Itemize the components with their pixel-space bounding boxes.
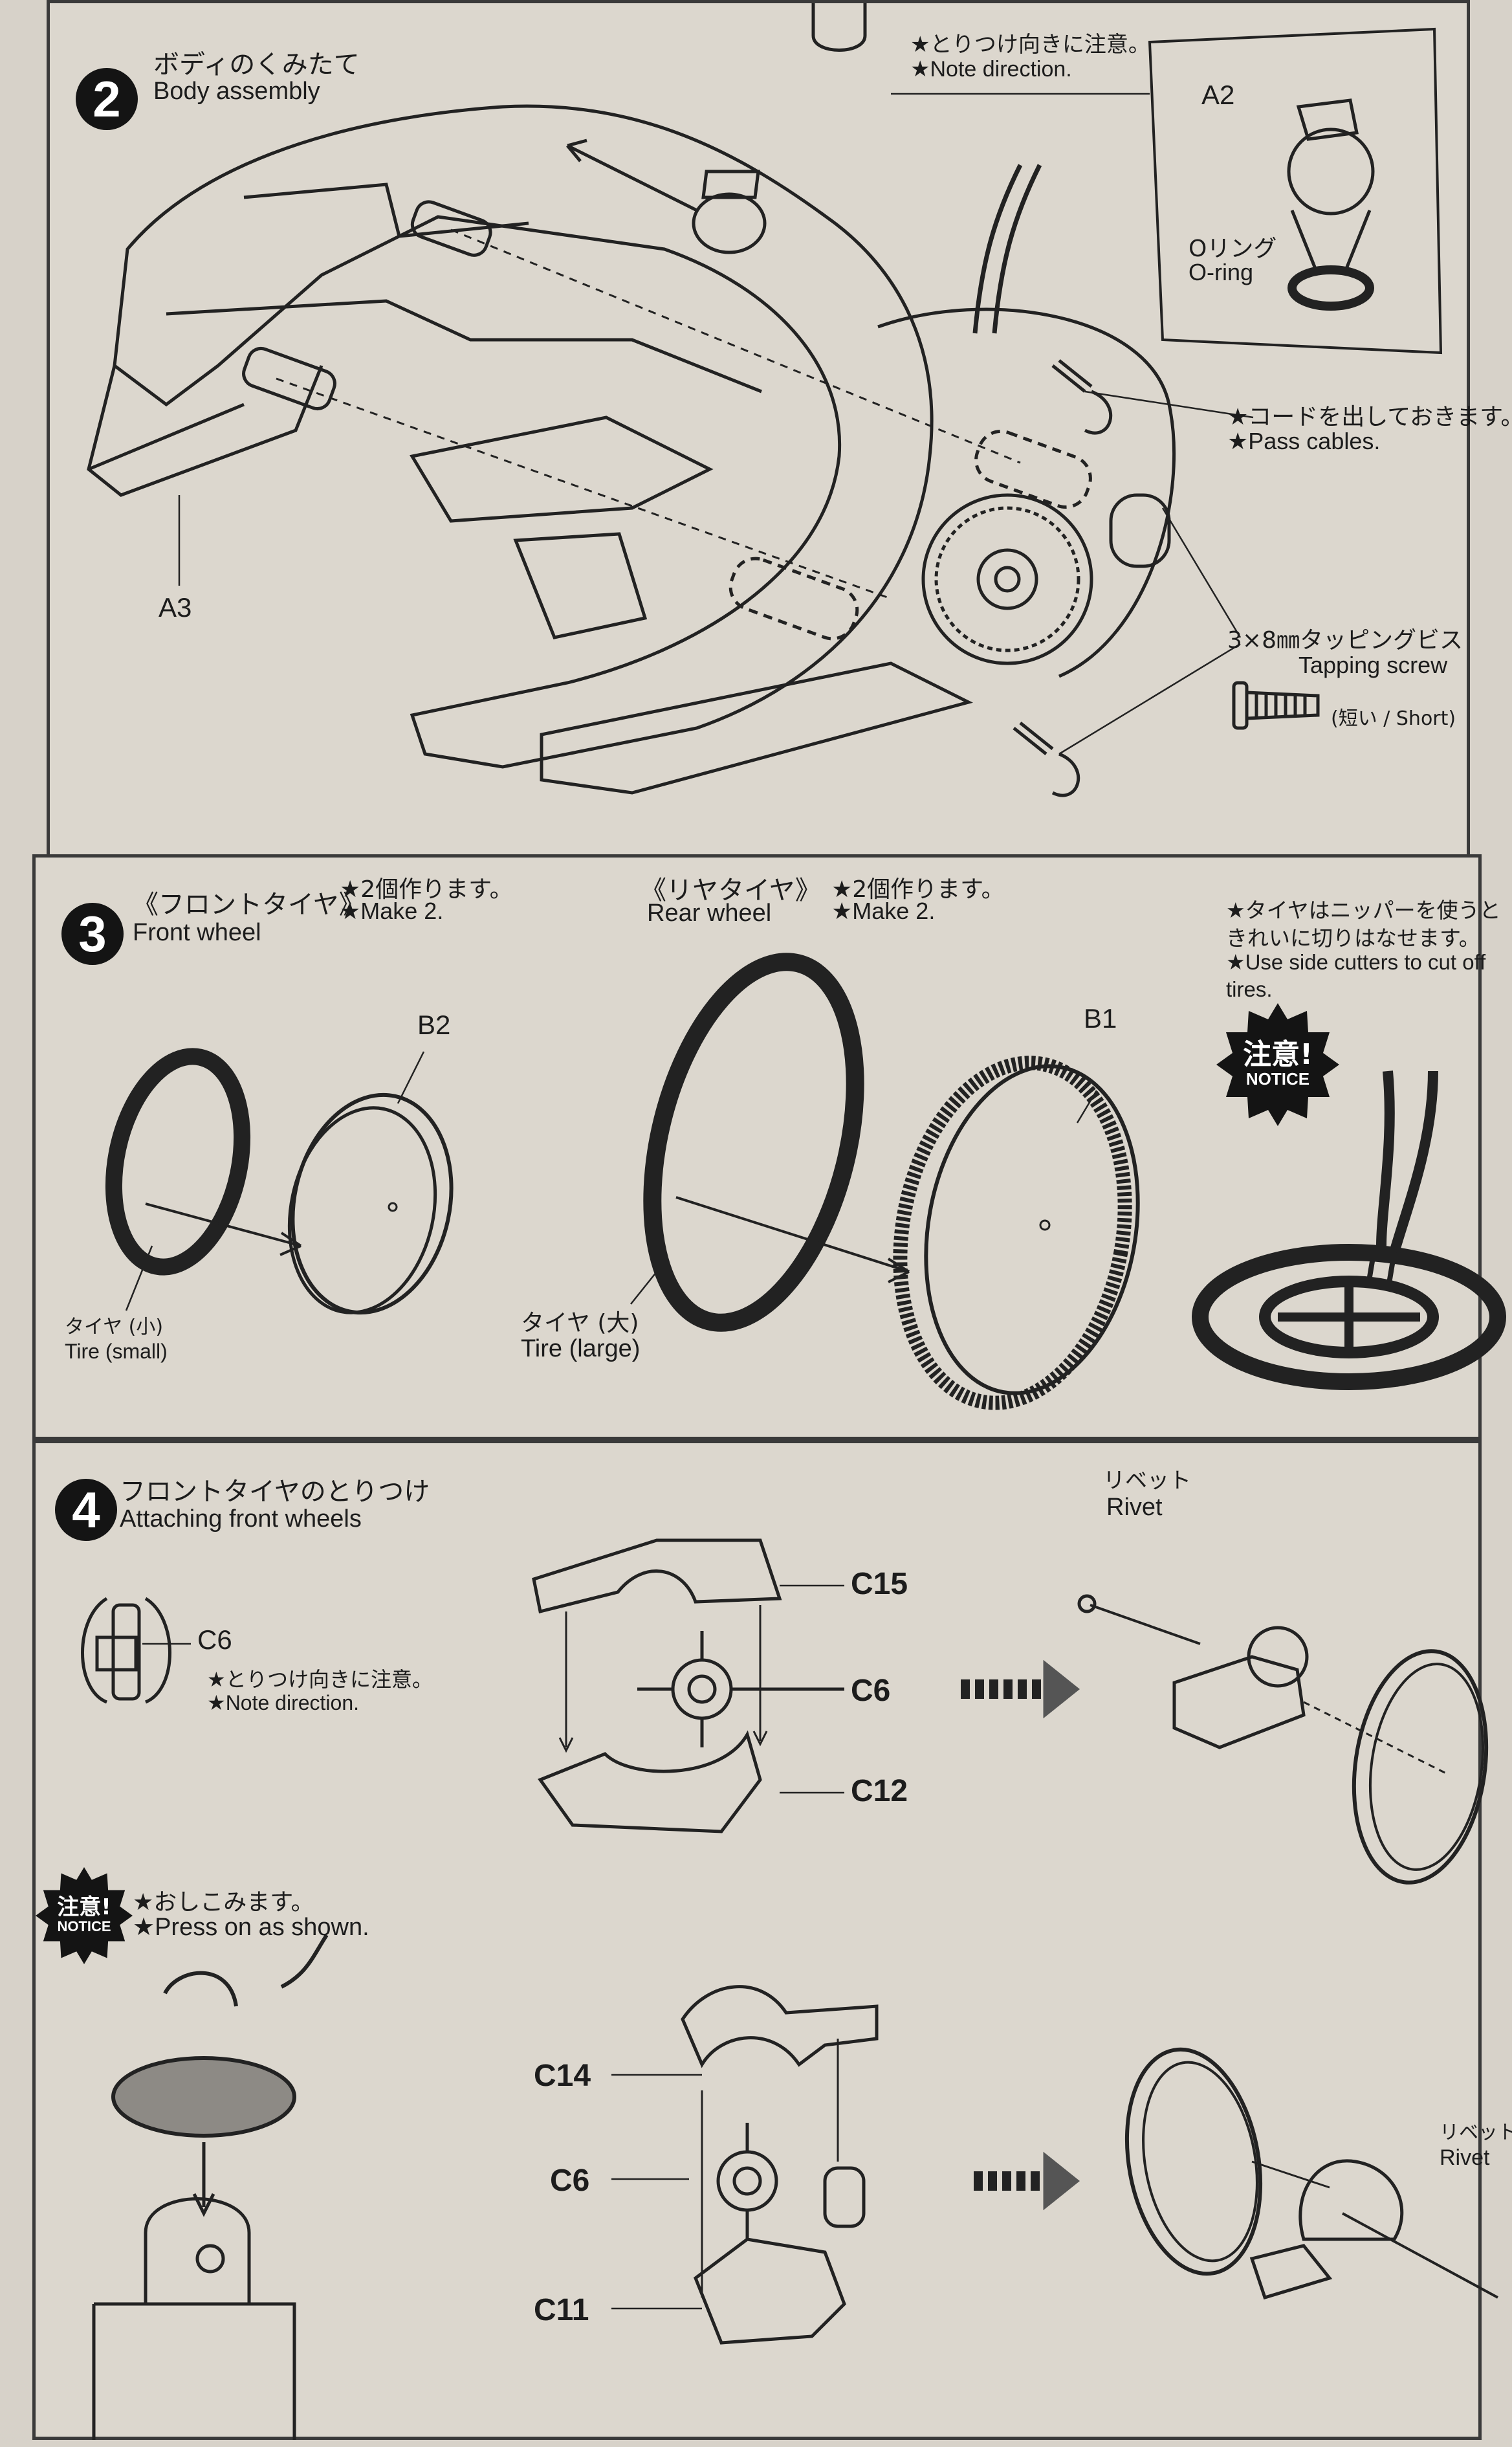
tire-small-jp: タイヤ (小) — [65, 1316, 164, 1338]
notice-star-icon — [1216, 1003, 1339, 1126]
wheel-assembly-drawing — [105, 953, 1506, 1410]
step2-note-direction-en: ★Note direction. — [910, 57, 1072, 82]
step3-panel: 3 《フロントタイヤ》 Front wheel ★2個作ります。 ★Make 2… — [32, 854, 1506, 1440]
tire-large-jp: タイヤ (大) — [521, 1310, 639, 1336]
part-label-c6-bottom: C6 — [550, 2164, 590, 2198]
tapping-screw-icon — [1232, 681, 1320, 730]
notice-jp: 注意! — [1242, 1037, 1313, 1071]
front-wheel-make-en: ★Make 2. — [340, 898, 444, 924]
part-label-c11: C11 — [534, 2293, 589, 2327]
step2-number-badge: 2 — [76, 68, 138, 130]
step2-cables-jp: ★コードを出しておきます。 — [1227, 404, 1512, 430]
oring-label-en: O-ring — [1189, 259, 1254, 285]
assembly-arrow-icon — [961, 1659, 1080, 1719]
cutter-note-jp-1: ★タイヤはニッパーを使うと — [1226, 898, 1501, 923]
notice-en: NOTICE — [1245, 1068, 1310, 1089]
notice-star-icon — [36, 1867, 133, 1964]
step2-title-jp: ボディのくみたて — [153, 50, 360, 80]
front-wheel-attach-drawing — [81, 1538, 1498, 2440]
rivet-label-en-top: Rivet — [1106, 1494, 1163, 1521]
rivet-label-jp-top: リベット — [1103, 1468, 1191, 1494]
cutter-note-jp-2: きれいに切りはなせます。 — [1226, 925, 1480, 951]
step2-cables-en: ★Pass cables. — [1227, 428, 1381, 454]
part-label-c6-small: C6 — [197, 1624, 232, 1655]
cutter-note-en-1: ★Use side cutters to cut off — [1226, 950, 1486, 974]
notice-en: NOTICE — [57, 1918, 111, 1934]
step4-title-en: Attaching front wheels — [120, 1505, 362, 1533]
tire-large-en: Tire (large) — [521, 1335, 641, 1362]
oring-label-jp: Oリング — [1189, 236, 1277, 262]
step4-direction-en: ★Note direction. — [207, 1691, 360, 1714]
rivet-label-jp-bottom: リベット — [1440, 2121, 1512, 2144]
step3-number-badge: 3 — [61, 903, 124, 965]
part-label-a2: A2 — [1201, 80, 1235, 110]
step4-number-badge: 4 — [55, 1479, 117, 1541]
rear-wheel-make-en: ★Make 2. — [831, 898, 936, 924]
finger-press-icon — [92, 1934, 329, 2440]
press-note-jp: ★おしこみます。 — [133, 1889, 314, 1916]
rivet-label-en-bottom: Rivet — [1440, 2145, 1490, 2170]
rear-wheel-title-jp: 《リヤタイヤ》 — [641, 876, 821, 905]
step4-panel: 4 フロントタイヤのとりつけ Attaching front wheels C6… — [32, 1440, 1512, 2440]
step4-title-jp: フロントタイヤのとりつけ — [120, 1477, 430, 1507]
cutter-note-en-2: tires. — [1226, 977, 1273, 1001]
oring-icon — [1287, 265, 1374, 311]
step2-title-en: Body assembly — [153, 78, 320, 105]
screw-length: (短い / Short) — [1331, 707, 1456, 730]
side-cutter-icon — [1192, 1070, 1506, 1390]
screw-label-en: Tapping screw — [1298, 652, 1448, 678]
part-label-c15: C15 — [851, 1567, 908, 1601]
rear-wheel-title-en: Rear wheel — [647, 900, 772, 927]
step2-panel: 2 ボディのくみたて Body assembly ★とりつけ向きに注意。 ★No… — [47, 0, 1512, 870]
part-label-b1: B1 — [1084, 1003, 1117, 1034]
part-label-c14: C14 — [534, 2059, 591, 2093]
front-wheel-title-en: Front wheel — [133, 919, 261, 946]
press-note-en: ★Press on as shown. — [133, 1914, 369, 1941]
step4-notice-badge: 注意! NOTICE — [36, 1867, 133, 1964]
body-assembly-drawing — [87, 3, 1443, 797]
step3-notice-badge: 注意! NOTICE — [1216, 1003, 1339, 1126]
part-label-c12: C12 — [851, 1774, 908, 1808]
part-label-c6-top: C6 — [851, 1674, 891, 1708]
part-label-a3: A3 — [159, 592, 192, 623]
front-wheel-make-jp: ★2個作ります。 — [340, 876, 513, 903]
tire-small-en: Tire (small) — [65, 1340, 168, 1363]
part-label-b2: B2 — [417, 1010, 451, 1040]
step4-direction-jp: ★とりつけ向きに注意。 — [207, 1667, 433, 1692]
rear-wheel-make-jp: ★2個作ります。 — [831, 876, 1005, 903]
screw-label-jp: 3×8㎜タッピングビス — [1227, 627, 1463, 654]
step2-note-direction-jp: ★とりつけ向きに注意。 — [910, 32, 1150, 58]
notice-jp: 注意! — [57, 1894, 111, 1920]
front-wheel-title-jp: 《フロントタイヤ》 — [133, 890, 365, 920]
